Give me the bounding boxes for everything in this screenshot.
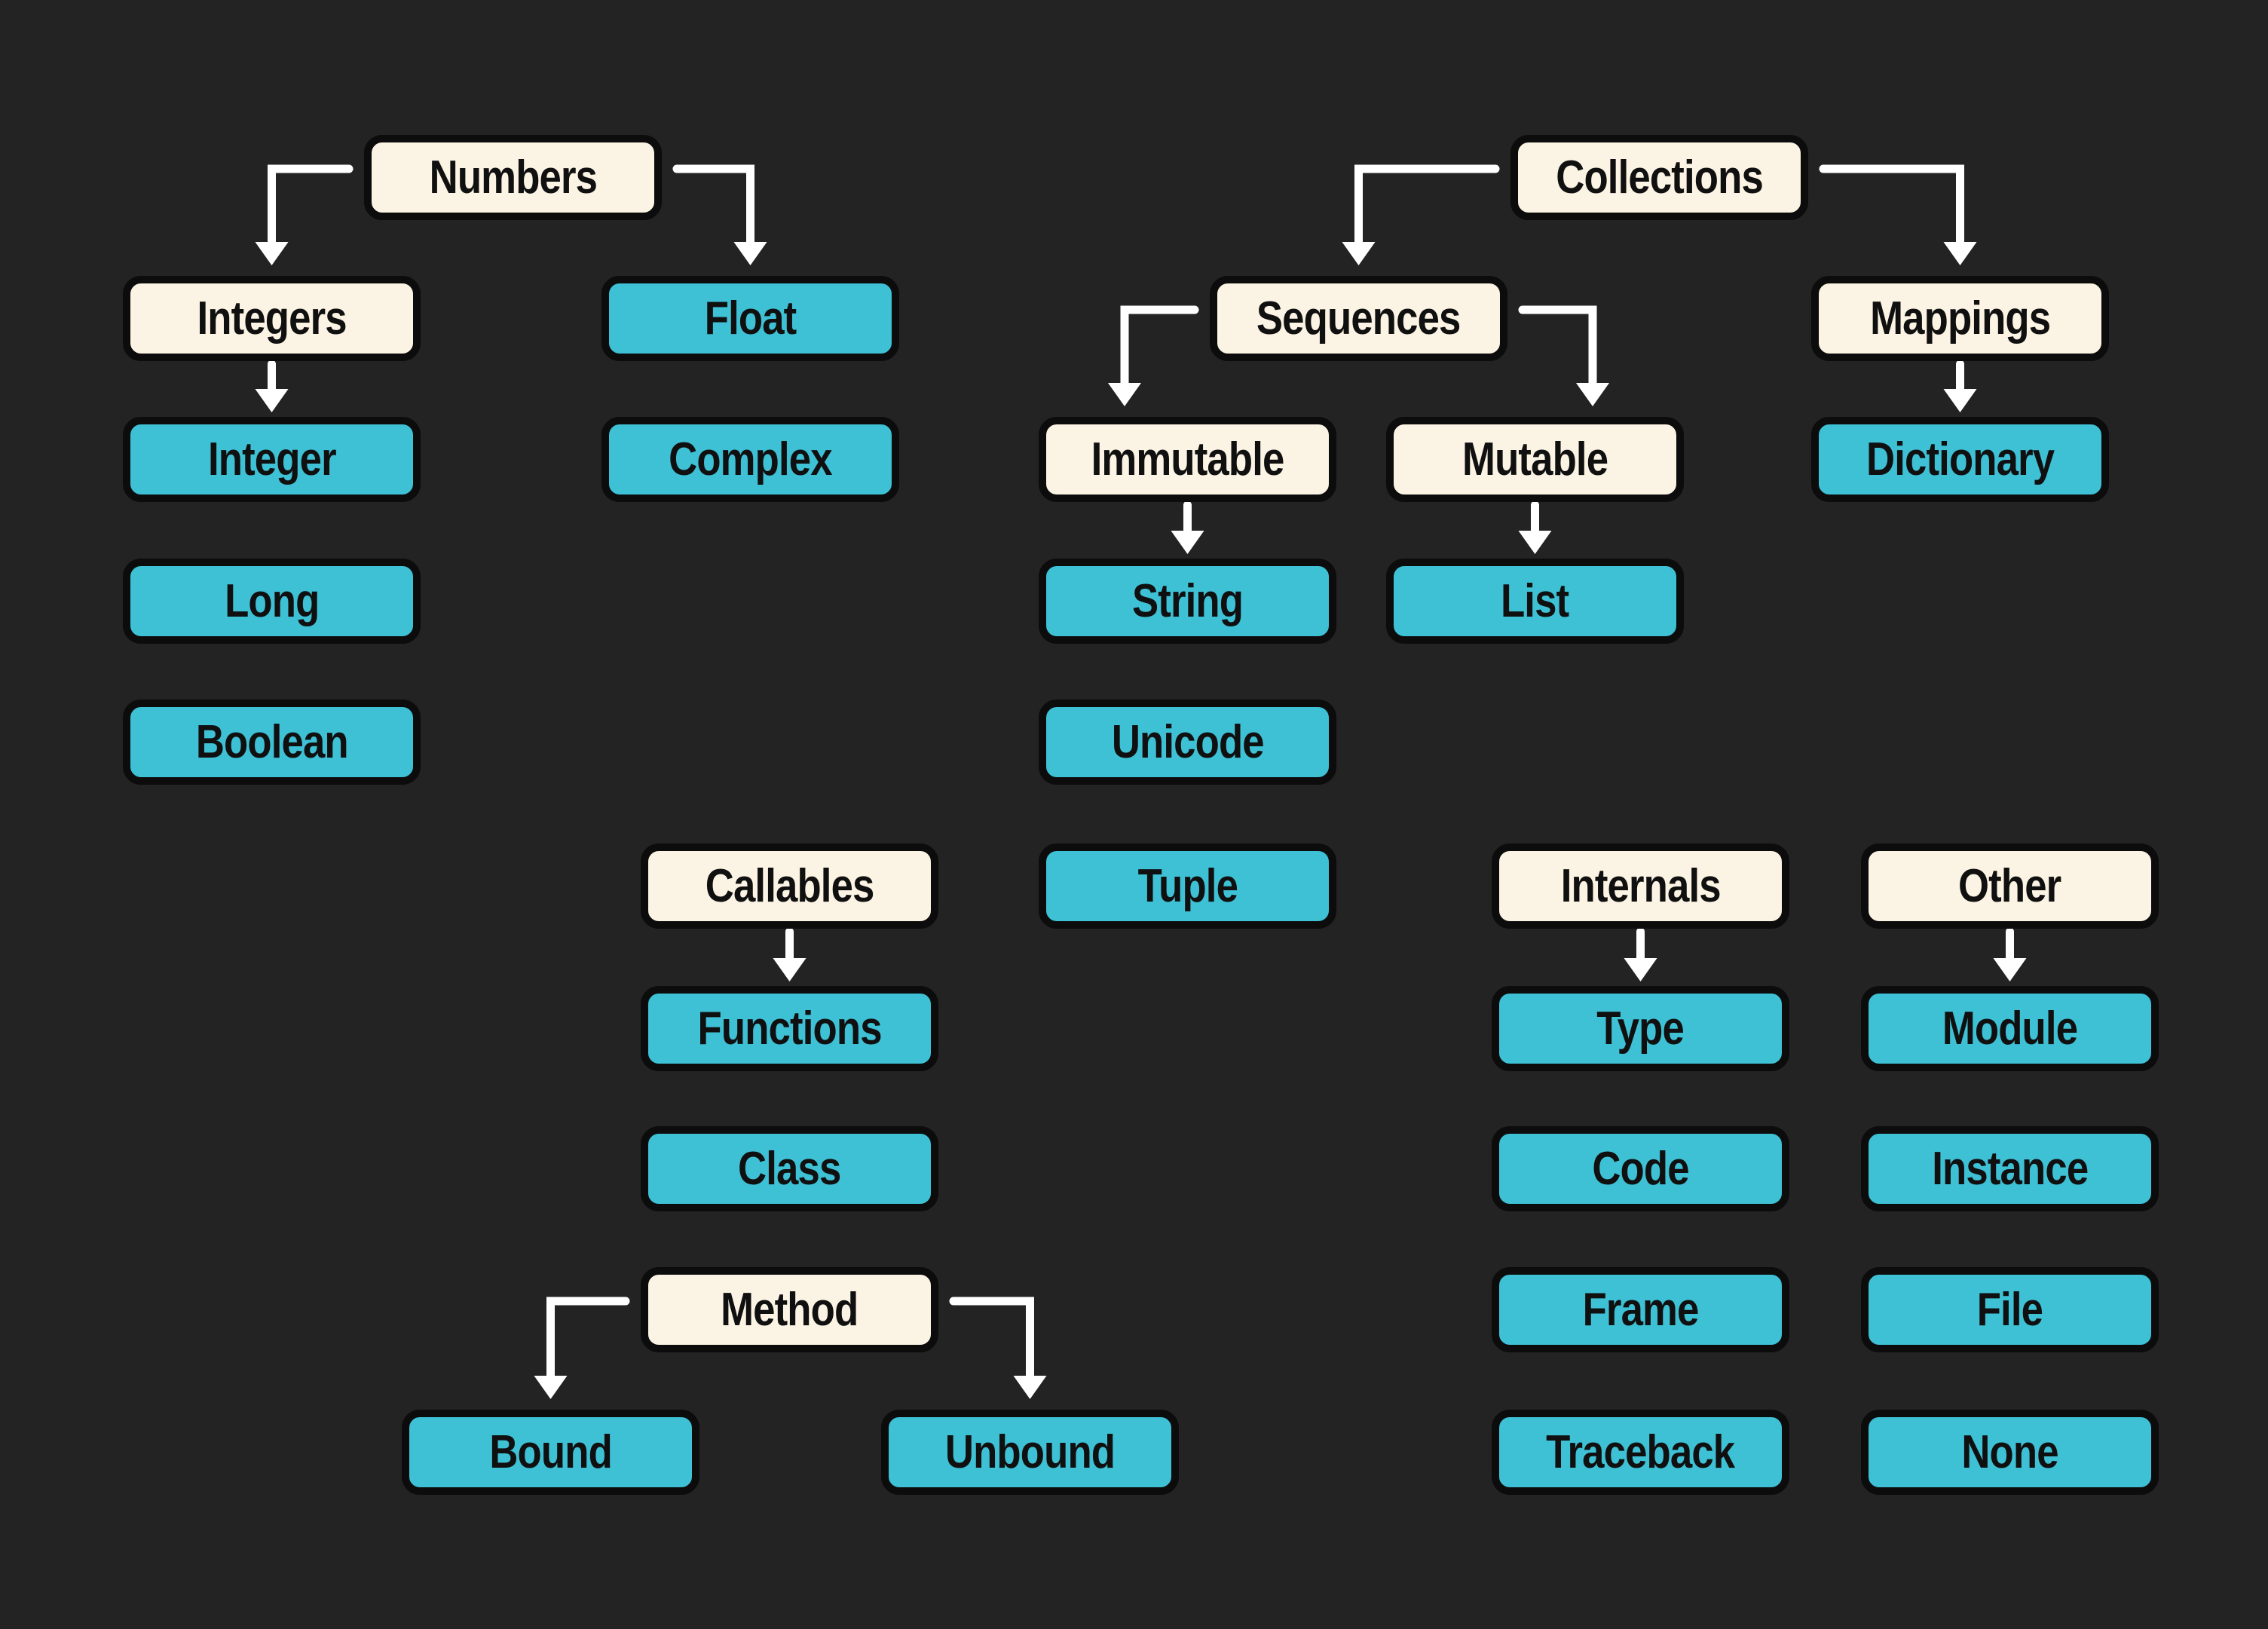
node-label-bound: Bound (489, 1425, 612, 1478)
node-label-list: List (1501, 574, 1569, 627)
node-collections: Collections (1510, 135, 1808, 220)
node-mutable: Mutable (1386, 417, 1684, 502)
node-label-long: Long (224, 574, 320, 627)
edge-sequences-mutable (1518, 305, 1597, 392)
node-label-integer: Integer (207, 433, 337, 485)
node-label-boolean: Boolean (195, 715, 349, 768)
edge-mappings-dictionary-head (1943, 389, 1977, 412)
node-none: None (1861, 1410, 2159, 1495)
edge-immutable-string-head (1171, 531, 1204, 554)
node-mappings: Mappings (1811, 276, 2109, 361)
edge-method-unbound-head (1013, 1376, 1047, 1399)
node-other: Other (1861, 844, 2159, 929)
edge-mutable-list-head (1518, 531, 1552, 554)
node-tuple: Tuple (1039, 844, 1336, 929)
edge-numbers-integers (268, 164, 354, 251)
edge-other-module-head (1993, 958, 2027, 981)
node-instance: Instance (1861, 1126, 2159, 1211)
node-internals: Internals (1492, 844, 1789, 929)
node-numbers: Numbers (364, 135, 662, 220)
node-callables: Callables (641, 844, 938, 929)
node-list: List (1386, 559, 1684, 644)
node-method: Method (641, 1267, 938, 1352)
node-immutable: Immutable (1039, 417, 1336, 502)
edge-method-bound-head (534, 1376, 568, 1399)
node-label-collections: Collections (1556, 151, 1764, 204)
node-label-string: String (1131, 574, 1244, 627)
node-label-unbound: Unbound (944, 1425, 1116, 1478)
node-module: Module (1861, 986, 2159, 1071)
node-label-functions: Functions (697, 1002, 882, 1055)
node-label-tuple: Tuple (1137, 859, 1238, 912)
node-integers: Integers (123, 276, 421, 361)
node-class: Class (641, 1126, 938, 1211)
node-label-mutable: Mutable (1461, 433, 1608, 485)
edge-sequences-mutable-head (1576, 383, 1609, 406)
node-label-immutable: Immutable (1091, 433, 1285, 485)
node-dictionary: Dictionary (1811, 417, 2109, 502)
node-unbound: Unbound (881, 1410, 1179, 1495)
node-label-frame: Frame (1582, 1283, 1700, 1336)
node-integer: Integer (123, 417, 421, 502)
node-traceback: Traceback (1492, 1410, 1789, 1495)
node-label-type: Type (1596, 1002, 1685, 1055)
node-frame: Frame (1492, 1267, 1789, 1352)
node-unicode: Unicode (1039, 700, 1336, 785)
node-file: File (1861, 1267, 2159, 1352)
node-label-numbers: Numbers (429, 151, 597, 204)
node-boolean: Boolean (123, 700, 421, 785)
node-label-none: None (1961, 1425, 2058, 1478)
node-label-traceback: Traceback (1546, 1425, 1735, 1478)
node-label-float: Float (704, 292, 797, 344)
node-functions: Functions (641, 986, 938, 1071)
edge-numbers-float (672, 164, 754, 251)
edge-method-unbound (949, 1297, 1034, 1385)
edge-method-bound (546, 1297, 630, 1385)
node-label-instance: Instance (1931, 1142, 2089, 1195)
edge-callables-functions-head (773, 958, 807, 981)
edge-numbers-integers-head (255, 242, 289, 265)
node-label-unicode: Unicode (1111, 715, 1265, 768)
edge-collections-mappings-head (1943, 242, 1977, 265)
edge-internals-type-head (1624, 958, 1657, 981)
node-code: Code (1492, 1126, 1789, 1211)
node-bound: Bound (402, 1410, 699, 1495)
node-label-module: Module (1942, 1002, 2078, 1055)
node-label-sequences: Sequences (1256, 292, 1461, 344)
node-label-file: File (1976, 1283, 2043, 1336)
node-label-callables: Callables (705, 859, 875, 912)
node-label-method: Method (721, 1283, 859, 1336)
node-label-other: Other (1958, 859, 2061, 912)
node-complex: Complex (601, 417, 899, 502)
node-type: Type (1492, 986, 1789, 1071)
node-label-code: Code (1592, 1142, 1689, 1195)
node-label-class: Class (738, 1142, 841, 1195)
node-label-complex: Complex (669, 433, 832, 485)
node-label-internals: Internals (1560, 859, 1721, 912)
edge-collections-mappings (1819, 164, 1964, 251)
node-label-integers: Integers (197, 292, 347, 344)
edge-collections-sequences-head (1342, 242, 1376, 265)
node-string: String (1039, 559, 1336, 644)
node-long: Long (123, 559, 421, 644)
edge-integers-integer-head (255, 389, 289, 412)
edge-collections-sequences (1354, 164, 1500, 251)
edge-sequences-immutable (1120, 305, 1199, 392)
node-sequences: Sequences (1210, 276, 1507, 361)
edge-sequences-immutable-head (1108, 383, 1141, 406)
node-float: Float (601, 276, 899, 361)
edge-numbers-float-head (733, 242, 767, 265)
node-label-dictionary: Dictionary (1866, 433, 2055, 485)
node-label-mappings: Mappings (1869, 292, 2051, 344)
